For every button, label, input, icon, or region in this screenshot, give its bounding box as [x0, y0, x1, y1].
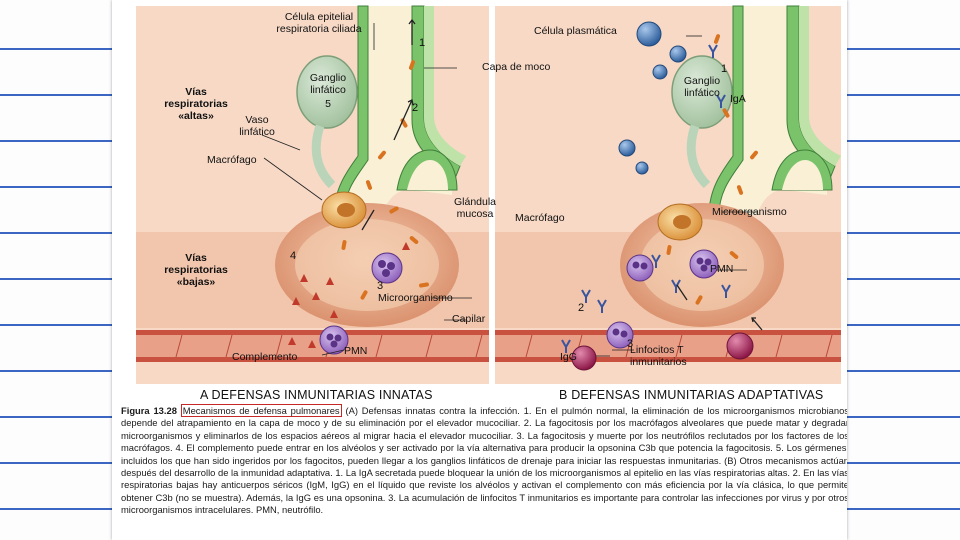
flow-arrows-b [676, 284, 763, 331]
panel-a-title: A DEFENSAS INMUNITARIAS INNATAS [200, 388, 433, 402]
complement-molecules [288, 242, 410, 348]
label-plasma-cell: Célula plasmática [534, 25, 617, 37]
figure-number: Figura 13.28 [121, 405, 177, 416]
label-capillary: Capilar [452, 313, 486, 325]
flow-arrows-a [361, 18, 416, 231]
leader-lines [261, 23, 757, 357]
label-macrophage-b: Macrófago [515, 212, 565, 224]
step-number-a4: 4 [290, 250, 297, 262]
pmn-cell-a [319, 252, 403, 355]
microorganisms-a [341, 60, 429, 300]
step-number-a2: 2 [412, 102, 419, 114]
label-pmn-b: PMN [710, 263, 734, 275]
label-pmn-a: PMN [344, 345, 368, 357]
label-macrophage-a: Macrófago [207, 154, 257, 166]
step-number-a1: 1 [419, 37, 426, 49]
figure-caption: Figura 13.28 Mecanismos de defensa pulmo… [121, 404, 847, 517]
plasma-cells [618, 21, 687, 175]
microorganisms-b [666, 34, 758, 305]
panel-b-title: B DEFENSAS INMUNITARIAS ADAPTATIVAS [559, 388, 824, 402]
macrophage-b [657, 203, 703, 241]
caption-highlighted-title: Mecanismos de defensa pulmonares [180, 404, 342, 417]
pulmonary-defense-illustration [136, 5, 841, 384]
label-iga: IgA [730, 93, 746, 105]
step-number-b3: 3 [627, 338, 634, 350]
label-mucus-layer: Capa de moco [482, 61, 551, 73]
t-lymphocytes [571, 332, 754, 371]
caption-body: (A) Defensas innatas contra la infección… [121, 405, 847, 516]
label-complement: Complemento [232, 351, 298, 363]
step-number-a3: 3 [377, 280, 384, 292]
label-microorganism-b: Microorganismo [712, 206, 787, 218]
step-number-b1: 1 [721, 63, 728, 75]
label-igg: IgG [560, 351, 577, 363]
pmn-cell-b [606, 249, 719, 349]
panel-a-airway [275, 5, 466, 327]
antibodies [561, 44, 731, 353]
macrophage-a [321, 191, 367, 229]
capillary-vessel [136, 330, 841, 362]
label-microorganism-a: Microorganismo [378, 292, 453, 304]
step-number-b2: 2 [578, 302, 585, 314]
